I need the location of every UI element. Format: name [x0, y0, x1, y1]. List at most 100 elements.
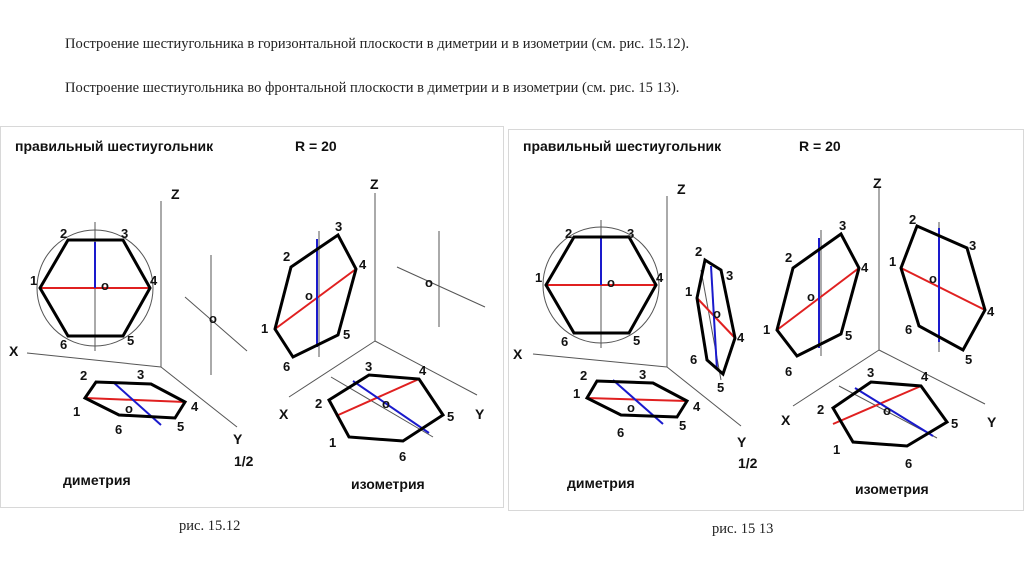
fig2-dim-front-center: o	[713, 306, 721, 321]
fig1-dim-aux-diagonal	[184, 296, 248, 352]
fig2-hexagon	[544, 235, 658, 335]
fig2-iso-right-label-2: 2	[909, 212, 916, 227]
fig1-iso-aux-center: o	[425, 275, 433, 290]
figure-15-12-drawing: правильный шестиугольник R = 20 o 2 3 1 …	[9, 138, 486, 492]
fig2-iso-label-x: X	[781, 412, 791, 428]
fig2-iso-label-y: Y	[987, 414, 997, 430]
fig2-iso-horiz-label-6: 6	[905, 456, 912, 471]
fig1-iso-front-label-2: 2	[283, 249, 290, 264]
fig1-dim-hexagon	[82, 380, 188, 420]
fig2-dim-front-label-3: 3	[726, 268, 733, 283]
fig2-iso-left-label-4: 4	[861, 260, 869, 275]
fig2-radius: R = 20	[799, 138, 841, 154]
figure-15-13-drawing: правильный шестиугольник R = 20 o 2 3 1 …	[513, 138, 997, 497]
fig1-iso-front-label-1: 1	[261, 321, 268, 336]
fig1-iso-horiz-label-2: 2	[315, 396, 322, 411]
fig2-dim-label-y: Y	[737, 434, 747, 450]
fig2-iso-horiz-blue	[854, 387, 934, 437]
fig1-iso-horiz-label-4: 4	[419, 363, 427, 378]
caption-fig-15-12: рис. 15.12	[179, 518, 241, 534]
caption-fig-15-13: рис. 15 13	[712, 521, 774, 537]
fig1-iso-axis-x	[288, 340, 376, 398]
fig2-hex-label-2: 2	[565, 226, 572, 241]
fig2-dim-axis-x	[532, 353, 668, 368]
fig1-dim-label-5: 5	[177, 419, 184, 434]
fig1-hex-center: o	[101, 278, 109, 293]
fig2-dim-y-ratio: 1/2	[738, 455, 758, 471]
fig1-iso-front-hexagon	[273, 232, 358, 359]
fig1-iso-front-label-4: 4	[359, 257, 367, 272]
fig2-iso-right-center: o	[929, 271, 937, 286]
fig2-dim-label-1: 1	[573, 386, 580, 401]
fig2-hex-label-6: 6	[561, 334, 568, 349]
fig2-dim-hex-red	[586, 397, 688, 402]
fig1-dim-label-x: X	[9, 343, 19, 359]
fig2-iso-right-label-6: 6	[905, 322, 912, 337]
fig1-dim-label-2: 2	[80, 368, 87, 383]
fig2-iso-label-z: Z	[873, 175, 882, 191]
fig1-dim-hex-blue	[112, 381, 162, 426]
fig1-isometry-label: изометрия	[351, 476, 425, 492]
fig2-iso-horiz-label-4: 4	[921, 369, 929, 384]
fig1-hex-label-5: 5	[127, 333, 134, 348]
fig2-dim-label-x: X	[513, 346, 523, 362]
fig2-dimetry-label: диметрия	[567, 475, 635, 491]
fig2-dim-hexagon	[584, 379, 690, 419]
fig2-dim-front-label-4: 4	[737, 330, 745, 345]
fig2-dim-front-label-5: 5	[717, 380, 724, 395]
fig1-iso-horiz-hexagon	[327, 373, 446, 443]
fig1-iso-horiz-blue	[352, 380, 430, 434]
paragraph-horizontal-plane: Построение шестиугольника в горизонтальн…	[65, 36, 690, 52]
fig1-dim-label-4: 4	[191, 399, 199, 414]
fig1-dimetry-label: диметрия	[63, 472, 131, 488]
fig2-iso-horiz-red	[832, 385, 922, 425]
fig1-dim-axis-y	[160, 366, 238, 428]
fig2-iso-left-hexagon	[775, 231, 861, 358]
fig2-dim-label-6: 6	[617, 425, 624, 440]
fig2-iso-right-red	[900, 267, 986, 311]
fig2-dim-label-4: 4	[693, 399, 701, 414]
fig2-hex-center: o	[607, 275, 615, 290]
fig1-iso-horiz-label-6: 6	[399, 449, 406, 464]
fig1-hexagon	[38, 238, 152, 338]
fig2-heading: правильный шестиугольник	[523, 138, 722, 154]
fig1-dim-label-6: 6	[115, 422, 122, 437]
fig2-iso-horiz-label-2: 2	[817, 402, 824, 417]
fig1-iso-aux-diagonal	[396, 266, 486, 308]
fig2-iso-horiz-center: o	[883, 403, 891, 418]
figure-15-12: правильный шестиугольник R = 20 o 2 3 1 …	[0, 126, 504, 508]
fig2-dim-front-hexagon	[695, 257, 737, 377]
fig2-iso-right-label-4: 4	[987, 304, 995, 319]
fig2-dim-front-label-6: 6	[690, 352, 697, 367]
fig1-iso-front-label-3: 3	[335, 219, 342, 234]
fig1-iso-label-x: X	[279, 406, 289, 422]
fig2-iso-horiz-hexagon	[830, 380, 950, 448]
fig2-iso-axis-y	[878, 349, 986, 405]
fig1-dim-label-y: Y	[233, 431, 243, 447]
fig1-hex-label-1: 1	[30, 273, 37, 288]
fig2-dim-label-5: 5	[679, 418, 686, 433]
fig2-iso-right-label-3: 3	[969, 238, 976, 253]
fig1-iso-horiz-center: o	[382, 396, 390, 411]
fig2-iso-left-label-1: 1	[763, 322, 770, 337]
fig1-iso-front-label-6: 6	[283, 359, 290, 374]
fig2-dim-label-3: 3	[639, 367, 646, 382]
fig2-hex-label-1: 1	[535, 270, 542, 285]
fig2-iso-right-label-1: 1	[889, 254, 896, 269]
fig2-iso-horiz-label-5: 5	[951, 416, 958, 431]
fig1-hex-label-3: 3	[121, 226, 128, 241]
fig2-iso-right-label-5: 5	[965, 352, 972, 367]
fig2-iso-axis-x	[792, 349, 880, 407]
fig2-iso-right-hexagon	[899, 223, 987, 353]
fig2-iso-left-label-2: 2	[785, 250, 792, 265]
fig2-isometry-label: изометрия	[855, 481, 929, 497]
fig1-dim-label-3: 3	[137, 367, 144, 382]
fig1-iso-front-label-5: 5	[343, 327, 350, 342]
fig1-iso-front-center: o	[305, 288, 313, 303]
fig2-dim-axis-y	[666, 366, 742, 427]
figure-15-13: правильный шестиугольник R = 20 o 2 3 1 …	[508, 129, 1024, 511]
paragraph-frontal-plane: Построение шестиугольника во фронтальной…	[65, 80, 680, 96]
fig1-hex-label-2: 2	[60, 226, 67, 241]
fig2-dim-front-label-2: 2	[695, 244, 702, 259]
fig1-iso-horiz-label-3: 3	[365, 359, 372, 374]
